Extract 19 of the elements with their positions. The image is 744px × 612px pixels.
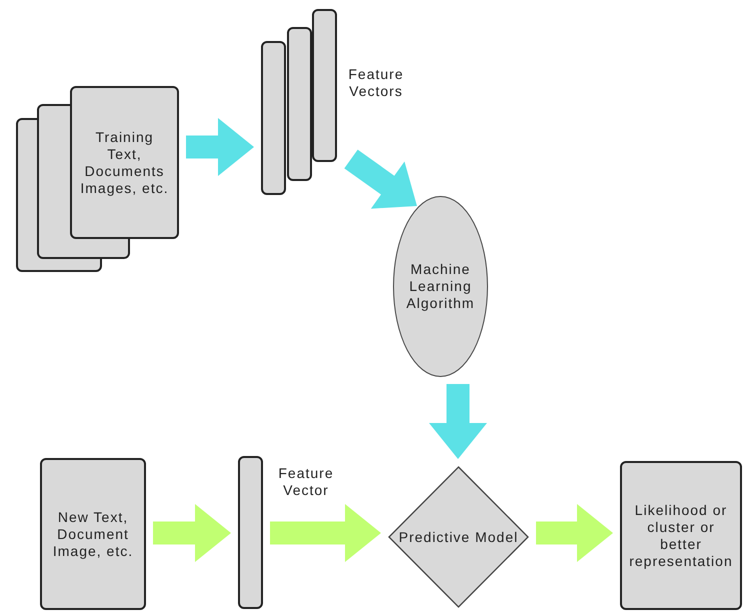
- block-arrow: [429, 384, 487, 459]
- node-label: Training Text, Documents Images, etc.: [79, 128, 170, 196]
- node-caption: Feature Vector: [277, 465, 335, 499]
- block-arrow: [344, 150, 417, 209]
- node-label: Likelihood or cluster or better representation: [628, 502, 734, 570]
- document-card: [40, 458, 146, 610]
- feature-vector-stack: [261, 9, 337, 195]
- decision-diamond: [388, 466, 529, 608]
- block-arrow: [536, 504, 613, 562]
- result-card: [620, 461, 742, 610]
- feature-vector-bar: [238, 456, 263, 609]
- node-label: New Text, Document Image, etc.: [52, 508, 134, 560]
- block-arrow: [153, 504, 231, 562]
- node-caption: Feature Vectors: [347, 66, 405, 100]
- node-label: Predictive Model: [398, 528, 520, 546]
- block-arrow: [270, 504, 381, 562]
- block-arrow: [186, 118, 254, 176]
- document-card: [70, 86, 179, 239]
- node-label: Machine Learning Algorithm: [405, 261, 476, 312]
